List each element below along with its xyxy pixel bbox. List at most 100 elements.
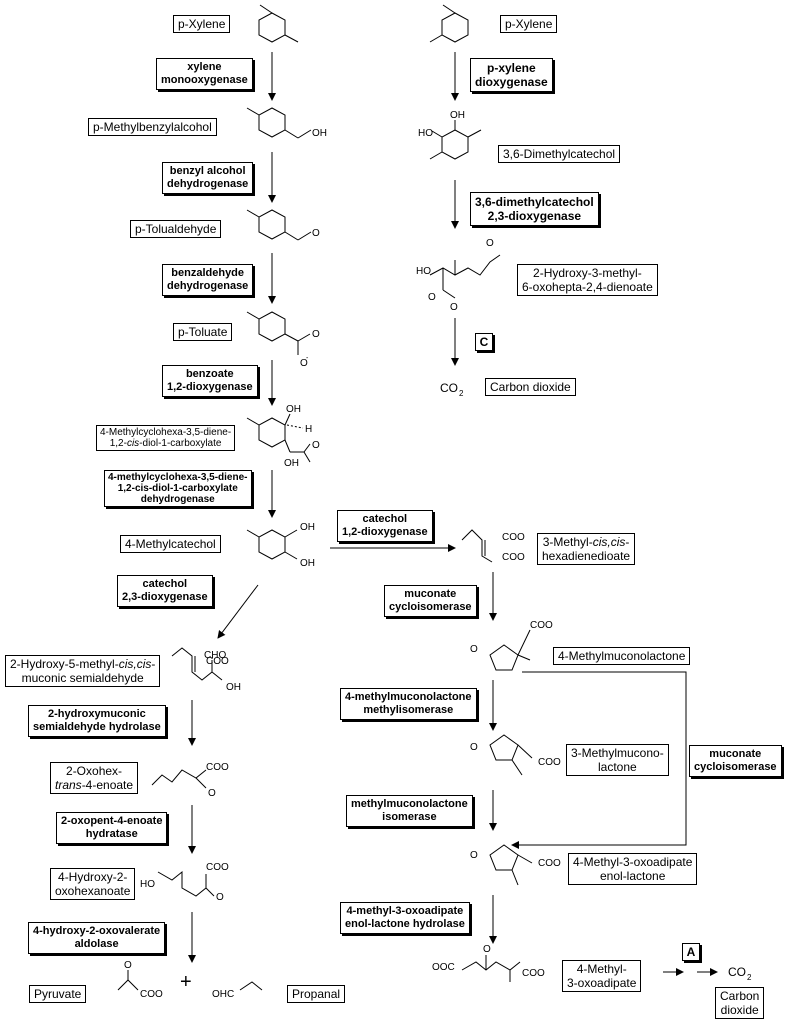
h-label: H (305, 424, 312, 435)
plus-sign: + (180, 971, 192, 993)
dimethylcatechol-structure (429, 120, 482, 160)
ho-label: HO (140, 879, 155, 890)
o-label: O (428, 292, 436, 303)
coo-label: COO (530, 620, 553, 631)
ho-label: HO (418, 128, 433, 139)
o-label: O (312, 228, 320, 239)
methylmuconolactone3-structure (489, 734, 533, 776)
o-label: O (124, 960, 132, 971)
p-xylene-structure (258, 4, 299, 43)
cyclohexadiene-diol-structure (246, 413, 311, 463)
pyruvate-structure (117, 970, 139, 991)
ho-label: HO (416, 266, 431, 277)
compound-methyl-oxoadipate-enol-lactone: 4-Methyl-3-oxoadipate enol-lactone (568, 853, 698, 885)
co2-formula: CO (728, 965, 746, 979)
arrow (217, 584, 259, 639)
o-label: O (470, 644, 478, 655)
compound-pyruvate: Pyruvate (29, 985, 87, 1003)
semialdehyde-structure (171, 647, 223, 681)
methylmuconolactone-structure (489, 629, 531, 671)
co2-subscript: 2 (747, 973, 752, 982)
compound-p-xylene: p-Xylene (173, 15, 231, 33)
o-label: O (312, 440, 320, 451)
toluate-structure (246, 311, 311, 355)
compound-carbon-dioxide-end: Carbon dioxide (715, 987, 765, 1019)
compound-p-tolualdehyde: p-Tolualdehyde (130, 220, 222, 238)
oxoadipate-structure (461, 955, 521, 982)
pathway-link-c[interactable]: C (475, 333, 493, 351)
compound-p-methylbenzylalcohol: p-Methylbenzylalcohol (88, 118, 217, 136)
coo-label: COO (522, 968, 545, 979)
o-label: O (300, 358, 308, 369)
enol-lactone-structure (489, 844, 533, 886)
tolualdehyde-structure (246, 209, 312, 241)
bypass-arrow (511, 671, 687, 849)
compound-carbon-dioxide: Carbon dioxide (485, 378, 576, 396)
oxohexenoate-structure (151, 769, 207, 789)
compound-p-xylene-right: p-Xylene (500, 15, 558, 33)
co2-formula: CO (440, 381, 458, 395)
hydroxyoxohexanoate-structure (157, 870, 215, 897)
coo-label: COO (502, 552, 525, 563)
o-label: O (208, 788, 216, 799)
propanal-structure (239, 981, 263, 991)
o-label: O (483, 944, 491, 955)
oxoheptadienoate-structure (429, 254, 501, 299)
oh-label: OH (450, 110, 465, 121)
oh-label: OH (300, 522, 315, 533)
compound-methylcyclohexadiene-diol: 4-Methylcyclohexa-3,5-diene- 1,2-cis-dio… (96, 425, 236, 451)
p-xylene-right-structure (429, 4, 469, 43)
compound-hydroxy-methyl-muconic-semialdehyde: 2-Hydroxy-5-methyl-cis,cis- muconic semi… (5, 655, 161, 687)
oh-label: OH (312, 128, 327, 139)
compound-3-methylmuconolactone: 3-Methylmucono- lactone (566, 744, 669, 776)
oh-label: OH (226, 682, 241, 693)
oh-label: OH (286, 404, 301, 415)
o-label: O (470, 850, 478, 861)
o-label: O (470, 742, 478, 753)
o-label: O (216, 892, 224, 903)
o-label: O (312, 329, 320, 340)
coo-label: COO (206, 862, 229, 873)
methylbenzylalcohol-structure (246, 107, 312, 139)
compound-3-methyl-hexadienedioate: 3-Methyl-cis,cis- hexadienedioate (537, 533, 636, 565)
ohc-label: OHC (212, 989, 234, 1000)
oh-label: OH (300, 558, 315, 569)
compound-3-6-dimethylcatechol: 3,6-Dimethylcatechol (498, 145, 621, 163)
co2-subscript: 2 (459, 389, 464, 398)
oh-label: OH (284, 458, 299, 469)
compound-4-methylcatechol: 4-Methylcatechol (120, 535, 221, 553)
methylcatechol-structure (246, 529, 298, 560)
compound-oxohexenoate: 2-Oxohex- trans-4-enoate (50, 762, 139, 794)
compound-p-toluate: p-Toluate (173, 323, 233, 341)
coo-label: COO (538, 858, 561, 869)
ooc-label: OOC (432, 962, 455, 973)
cho-label: CHO (204, 650, 226, 661)
coo-label: COO (206, 762, 229, 773)
hexadienedioate-structure (461, 529, 493, 563)
o-label: O (486, 238, 494, 249)
coo-label: COO (502, 532, 525, 543)
compound-methyl-oxoadipate: 4-Methyl- 3-oxoadipate (562, 960, 642, 992)
coo-label: COO (206, 656, 229, 667)
enzyme-methylcyclohexadiene-diol-dehydrogenase: 4-methylcyclohexa-3,5-diene-1,2-cis-diol… (104, 470, 252, 507)
compound-hydroxy-methyl-oxoheptadienoate: 2-Hydroxy-3-methyl- 6-oxohepta-2,4-dieno… (517, 264, 658, 296)
pathway-link-a[interactable]: A (682, 943, 700, 961)
minus-label: - (306, 355, 309, 362)
